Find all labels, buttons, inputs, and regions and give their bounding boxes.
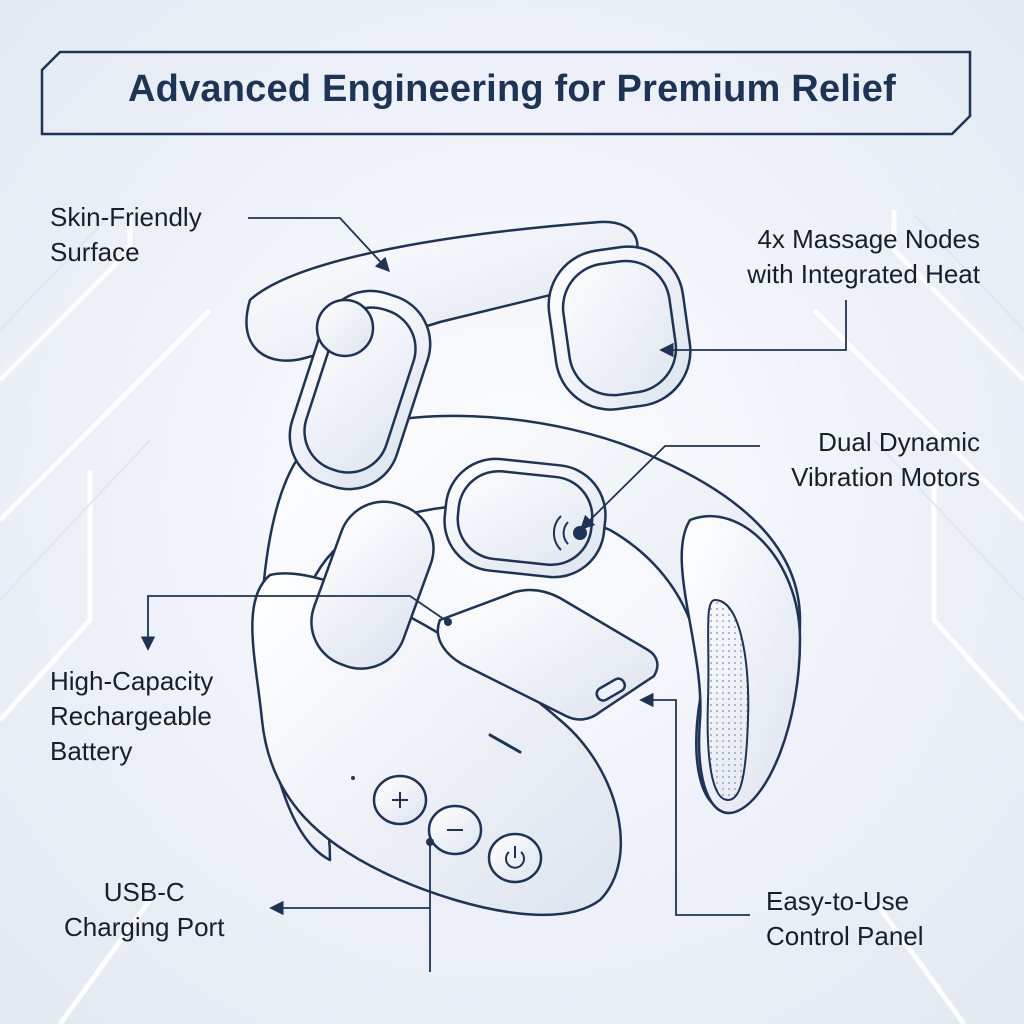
label-control-panel: Easy-to-Use Control Panel <box>766 886 924 951</box>
title-banner: Advanced Engineering for Premium Relief <box>42 40 982 138</box>
label-skin-surface: Skin-Friendly Surface <box>50 202 202 267</box>
power-icon <box>505 846 525 869</box>
title-frame <box>40 50 972 136</box>
massage-node-top-right-inner <box>561 259 678 397</box>
callout-skin-surface <box>248 217 390 273</box>
label-vibration-motors: Dual Dynamic Vibration Motors <box>791 427 980 492</box>
label-usb-port: USB-C Charging Port <box>64 877 225 942</box>
grille <box>706 598 750 802</box>
label-battery: High-Capacity Rechargeable Battery <box>50 666 214 766</box>
label-massage-nodes: 4x Massage Nodes with Integrated Heat <box>747 224 980 289</box>
charge-slot <box>488 733 522 754</box>
usb-c-port <box>595 677 627 702</box>
indicator-led <box>351 776 355 780</box>
plus-icon <box>392 792 408 808</box>
callout-vibration <box>579 445 760 531</box>
battery-module <box>436 588 659 721</box>
callout-battery <box>140 595 449 651</box>
vibration-icon <box>552 515 587 551</box>
massage-node-lower-mid <box>443 457 607 579</box>
pivot-knob <box>315 298 375 358</box>
callout-easy-control <box>639 692 750 916</box>
massage-node-top-right <box>547 245 692 411</box>
page-title: Advanced Engineering for Premium Relief <box>128 67 896 110</box>
callout-massage-nodes <box>659 300 847 358</box>
massage-node-top-left-inner <box>303 306 417 474</box>
